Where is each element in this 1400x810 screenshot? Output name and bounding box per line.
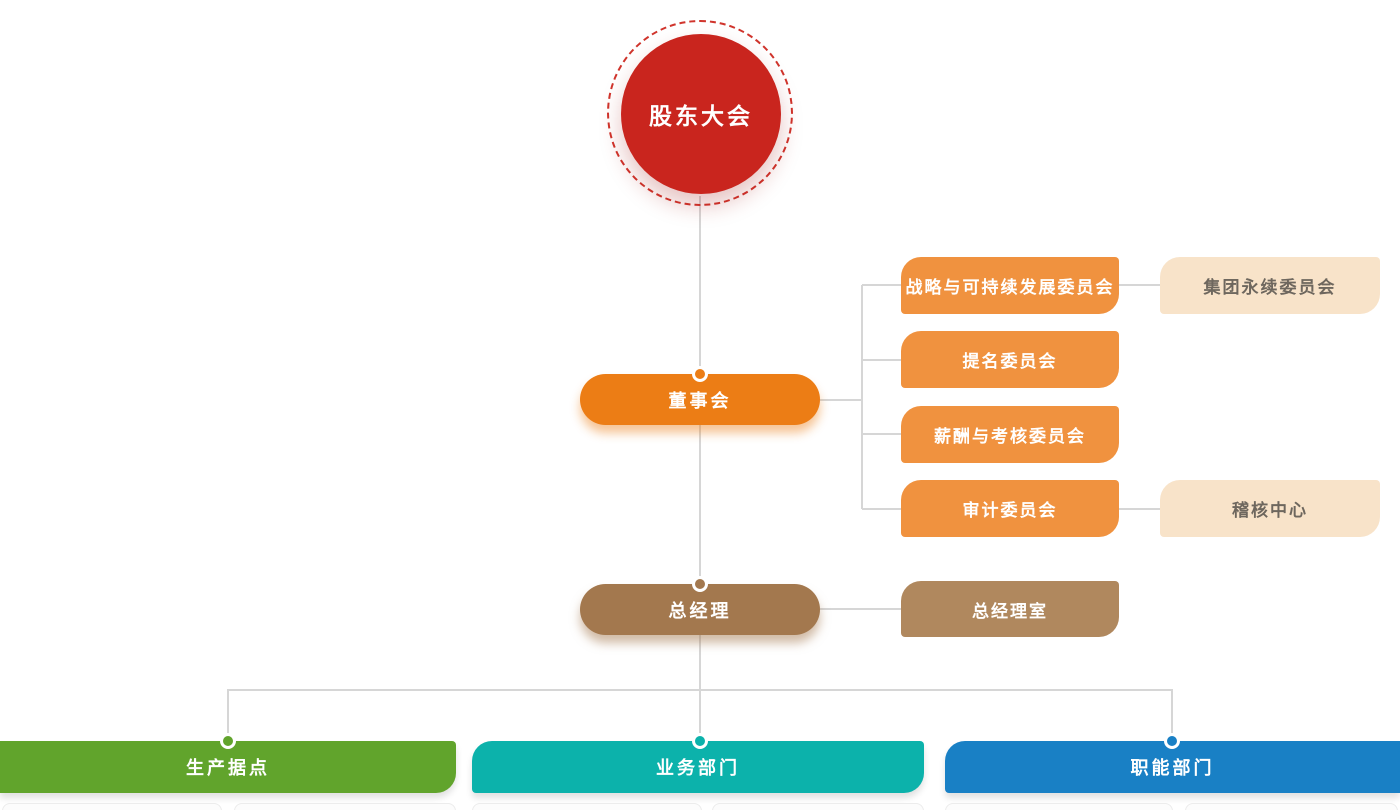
node-label: 生产据点: [186, 758, 270, 778]
connector-dot-board: [692, 366, 708, 382]
node-label: 集团永续委员会: [1203, 278, 1337, 297]
next-row-box-stub: [234, 803, 456, 810]
node-audit-center: 稽核中心: [1160, 480, 1380, 537]
node-label: 战略与可持续发展委员会: [905, 278, 1115, 297]
node-label: 审计委员会: [962, 501, 1058, 520]
node-label: 总经理室: [972, 601, 1048, 621]
root-dashed-ring: [607, 20, 793, 206]
node-label: 董事会: [668, 390, 732, 411]
next-row-box-stub: [1185, 803, 1398, 810]
next-row-box-stub: [2, 803, 222, 810]
node-general-manager: 总经理: [580, 584, 820, 635]
next-row-box-stub: [472, 803, 702, 810]
node-general-manager-office: 总经理室: [901, 581, 1119, 637]
next-row-box-stub: [945, 803, 1173, 810]
connector-dot-business: [692, 733, 708, 749]
node-label: 股东大会: [649, 103, 753, 129]
node-label: 总经理: [668, 600, 732, 621]
node-division-production: 生产据点: [0, 741, 456, 793]
node-committee-nomination: 提名委员会: [901, 331, 1119, 388]
node-committee-audit: 审计委员会: [901, 480, 1119, 537]
node-group-sustainability-committee: 集团永续委员会: [1160, 257, 1380, 314]
node-committee-strategy: 战略与可持续发展委员会: [901, 257, 1119, 314]
node-committee-compensation: 薪酬与考核委员会: [901, 406, 1119, 463]
node-label: 职能部门: [1130, 758, 1215, 778]
node-label: 稽核中心: [1232, 501, 1308, 520]
node-division-business: 业务部门: [472, 741, 924, 793]
node-label: 业务部门: [656, 758, 740, 778]
node-label: 薪酬与考核委员会: [934, 427, 1086, 446]
node-division-functional: 职能部门: [945, 741, 1400, 793]
node-board-of-directors: 董事会: [580, 374, 820, 425]
node-shareholders-meeting: 股东大会: [621, 34, 781, 194]
connector-dot-production: [220, 733, 236, 749]
node-label: 提名委员会: [962, 352, 1058, 371]
connector-dot-functional: [1164, 733, 1180, 749]
connector-dot-gm: [692, 576, 708, 592]
next-row-box-stub: [712, 803, 924, 810]
